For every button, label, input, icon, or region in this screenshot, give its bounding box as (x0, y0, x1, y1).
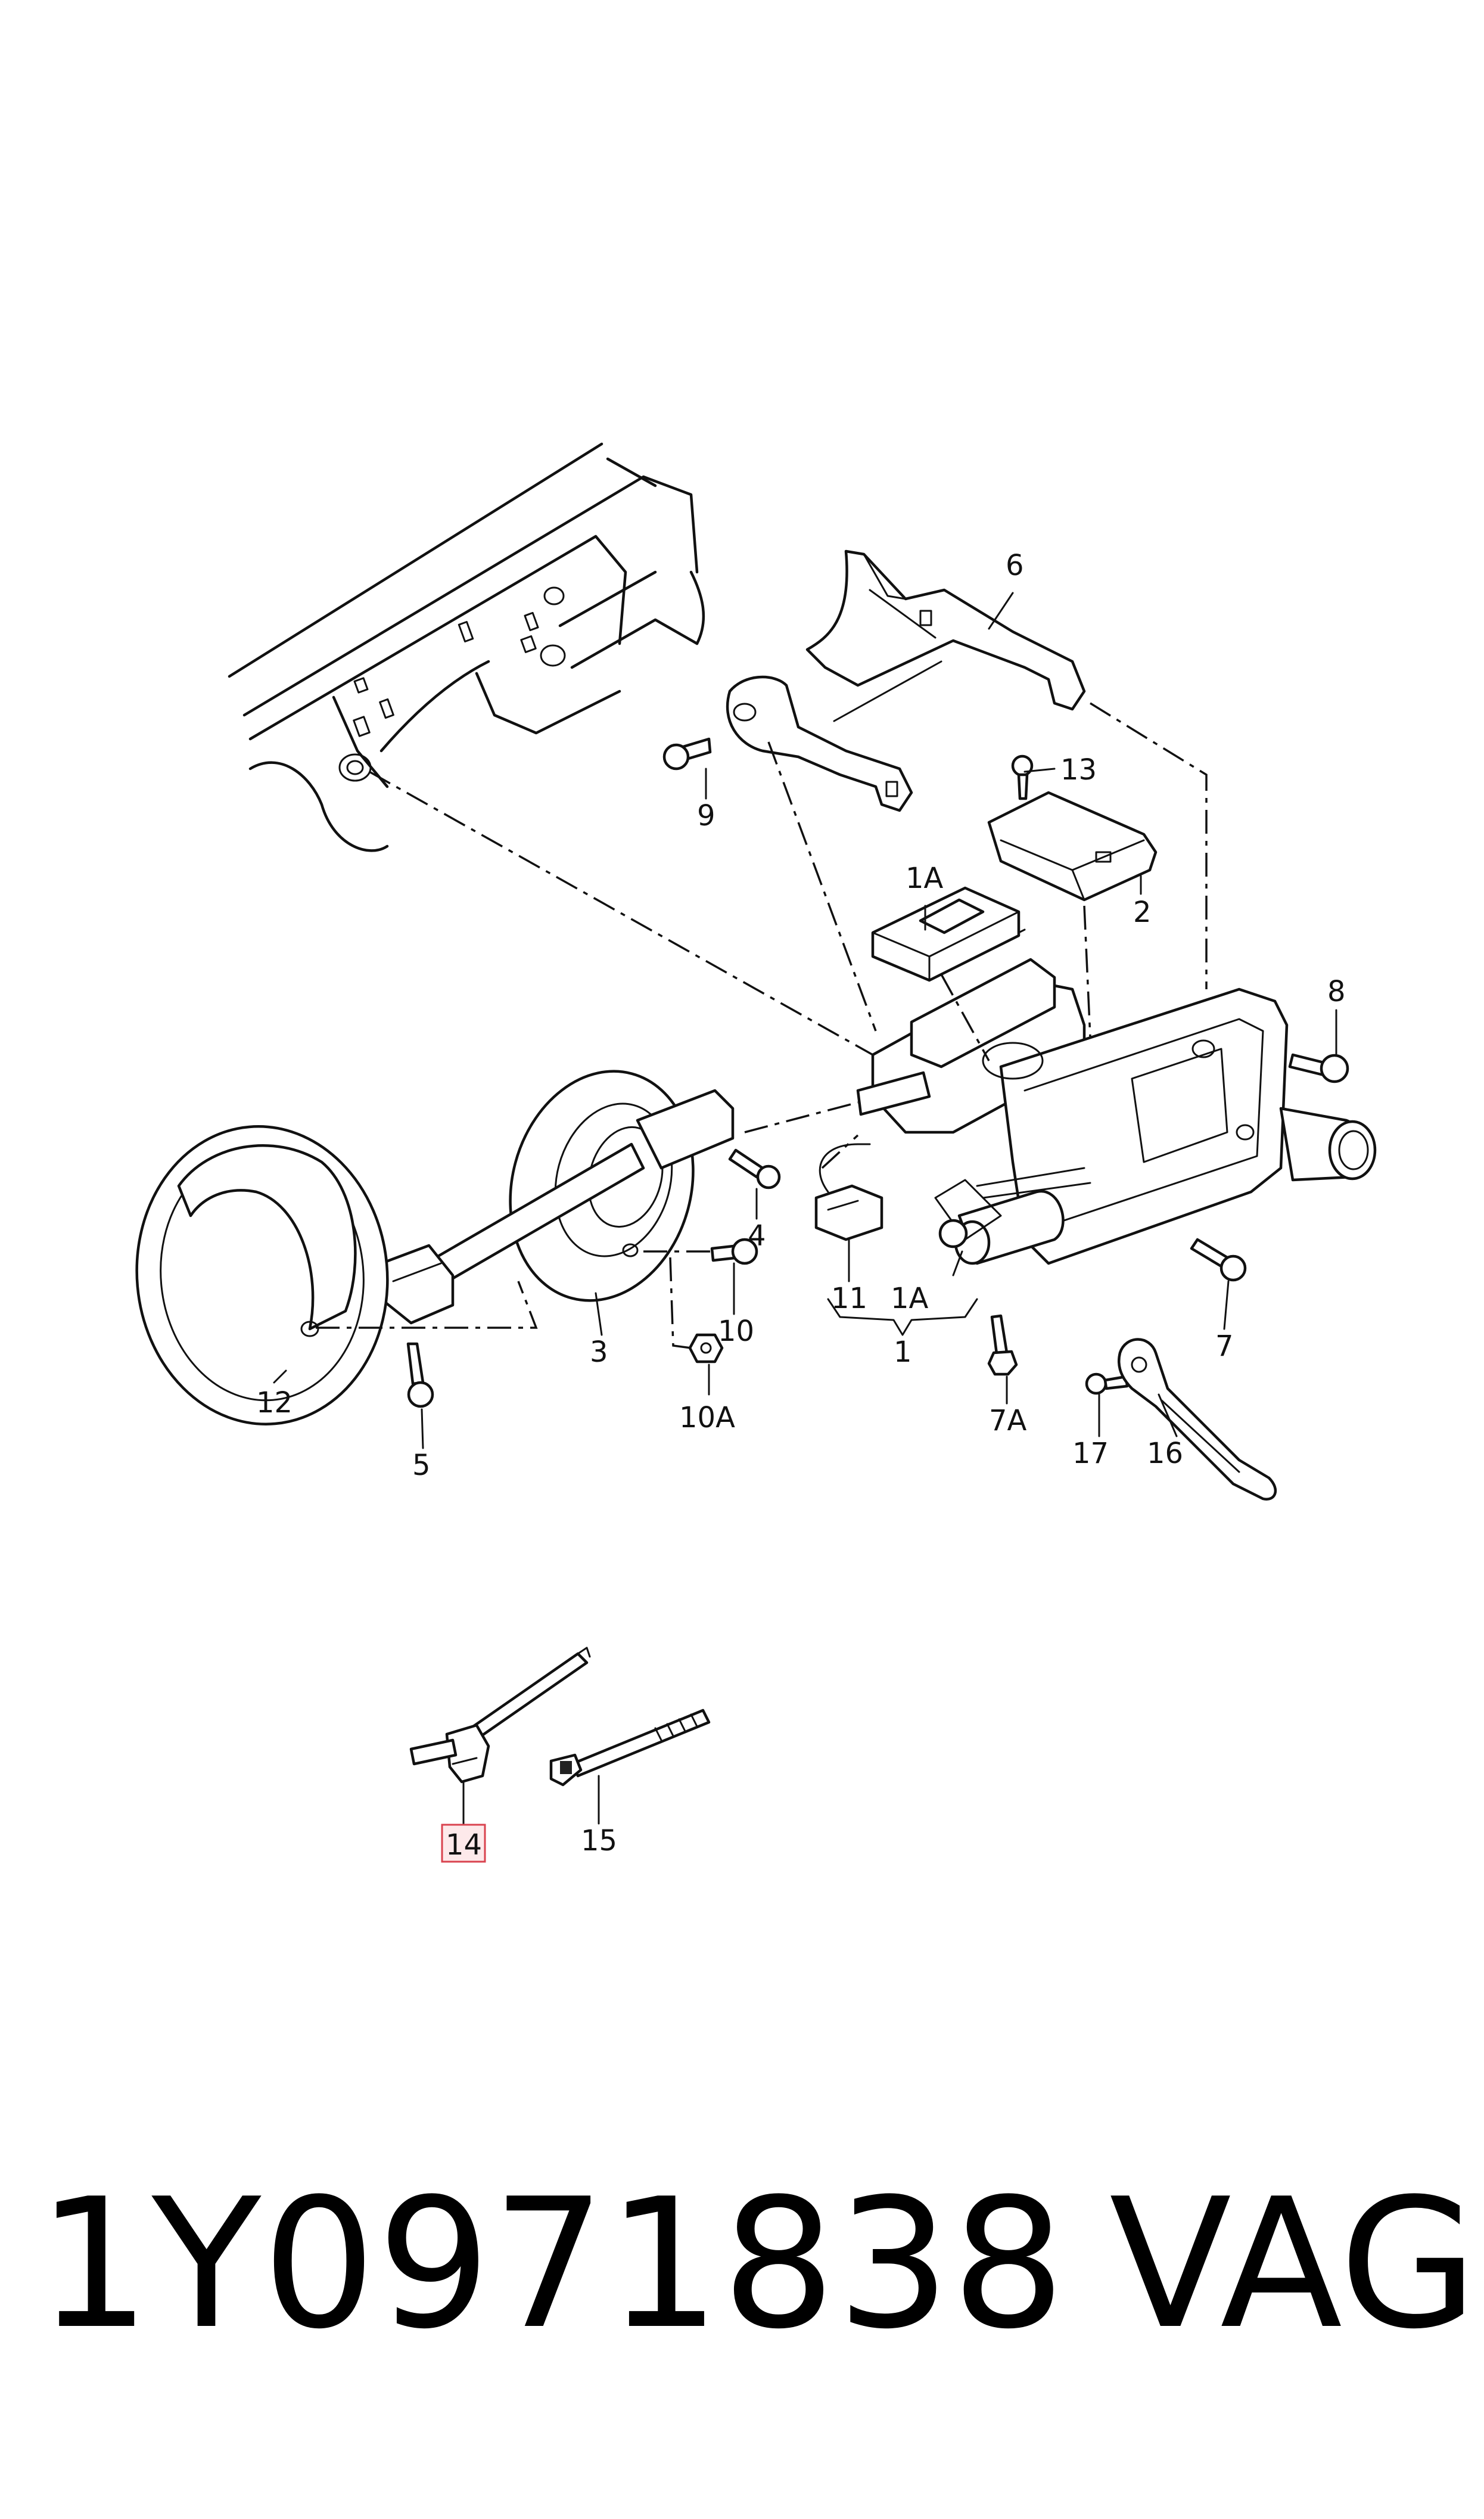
vehicle-body-panel (228, 442, 705, 852)
callout-16[interactable]: 16 (1147, 1437, 1183, 1470)
callout-17[interactable]: 17 (1072, 1437, 1109, 1470)
callout-10A[interactable]: 10A (679, 1401, 735, 1434)
callout-11[interactable]: 11 (831, 1282, 867, 1315)
bolt-8 (1288, 1053, 1349, 1083)
steering-column-assembly (856, 928, 1377, 1265)
bolt-9 (662, 737, 712, 771)
steering-shaft-seal (379, 1070, 735, 1325)
callout-7A[interactable]: 7A (989, 1404, 1027, 1437)
callout-9[interactable]: 9 (697, 799, 715, 833)
screw-13 (1011, 754, 1034, 800)
leader-lines (273, 592, 1337, 1825)
callout-15[interactable]: 15 (581, 1824, 617, 1858)
bolt-7A (987, 1314, 1018, 1376)
highlight-box (441, 1824, 486, 1863)
callout-1A-bottom[interactable]: 1A (891, 1282, 929, 1315)
connector-housing (814, 1143, 883, 1241)
bolt-5 (406, 1342, 434, 1408)
control-unit (987, 791, 1158, 902)
callout-4[interactable]: 4 (748, 1219, 766, 1253)
bolt-7 (1190, 1238, 1247, 1282)
callout-14[interactable]: 14 (446, 1828, 482, 1862)
cable-tie (549, 1709, 711, 1787)
callout-3[interactable]: 3 (590, 1335, 608, 1369)
callout-6[interactable]: 6 (1006, 549, 1024, 582)
nut-10A (688, 1333, 724, 1363)
cable-tie-holder (409, 1647, 591, 1784)
assembly-lines (316, 702, 1208, 1349)
brand-name: VAG (1109, 2160, 1478, 2368)
bolt-4 (728, 1148, 781, 1189)
part-number: 1Y0971838 (37, 2160, 1067, 2368)
callout-7[interactable]: 7 (1215, 1330, 1234, 1363)
callout-13[interactable]: 13 (1060, 753, 1097, 787)
callout-8[interactable]: 8 (1327, 975, 1346, 1008)
module-1A (871, 886, 1021, 982)
screw-17 (1085, 1372, 1129, 1395)
callout-1A-top[interactable]: 1A (906, 862, 944, 895)
callout-2[interactable]: 2 (1133, 896, 1152, 929)
callout-5[interactable]: 5 (412, 1449, 431, 1482)
column-cover (135, 1125, 389, 1425)
callout-12[interactable]: 12 (256, 1386, 293, 1420)
callout-10[interactable]: 10 (718, 1315, 754, 1348)
callout-1[interactable]: 1 (894, 1335, 912, 1369)
mounting-bracket (726, 549, 1086, 812)
adjustment-lever (1117, 1338, 1277, 1501)
callout-labels: 6 9 13 2 1A 8 4 11 1A 1 7 10 3 12 10A 7A… (256, 549, 1346, 1863)
bolt-10 (710, 1238, 758, 1265)
